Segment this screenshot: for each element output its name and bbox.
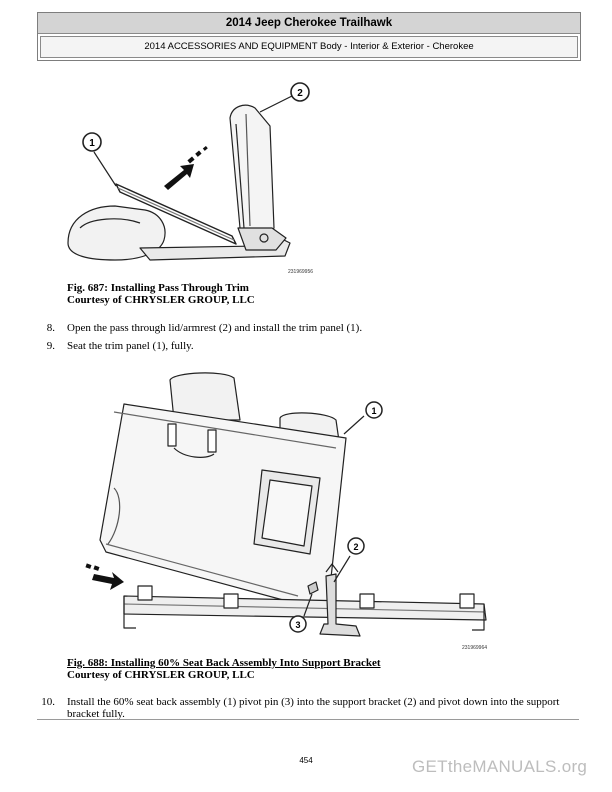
callout-3: 3 [289, 593, 313, 633]
step-text: Install the 60% seat back assembly (1) p… [67, 696, 560, 720]
document-header: 2014 Jeep Cherokee Trailhawk 2014 ACCESS… [37, 12, 581, 61]
figure-687-title: Fig. 687: Installing Pass Through Trim [67, 282, 249, 294]
callout-1: 1 [82, 132, 117, 187]
svg-text:1: 1 [89, 138, 95, 149]
figure-688-drawing: 1 2 3 [85, 372, 487, 637]
figure-688-illustration: 1 2 3 [84, 368, 504, 648]
svg-text:1: 1 [371, 406, 376, 416]
step-number: 8. [46, 322, 55, 334]
document-subtitle: 2014 ACCESSORIES AND EQUIPMENT Body - In… [40, 36, 578, 58]
figure-687-caption: Fig. 687: Installing Pass Through Trim C… [67, 282, 255, 306]
svg-text:2: 2 [353, 542, 358, 552]
footer-divider [37, 719, 579, 720]
figure-687-image-id: 231969956 [288, 269, 314, 275]
figure-687-courtesy: Courtesy of CHRYSLER GROUP, LLC [67, 294, 255, 306]
callout-1: 1 [343, 401, 383, 435]
figure-688-caption: Fig. 688: Installing 60% Seat Back Assem… [67, 657, 381, 681]
figure-688-courtesy: Courtesy of CHRYSLER GROUP, LLC [67, 669, 255, 681]
svg-text:3: 3 [295, 620, 300, 630]
figure-688-title: Fig. 688: Installing 60% Seat Back Assem… [67, 657, 381, 669]
step-number: 9. [46, 340, 55, 352]
callout-2: 2 [333, 537, 365, 583]
page-number: 454 [299, 756, 313, 765]
watermark: GETtheMANUALS.org [412, 757, 588, 776]
step-number: 10. [41, 696, 55, 708]
callout-2: 2 [259, 82, 310, 113]
document-title: 2014 Jeep Cherokee Trailhawk [38, 13, 580, 34]
figure-687-drawing: 1 2 [67, 82, 310, 261]
step-text: Open the pass through lid/armrest (2) an… [67, 322, 363, 334]
step-text: Seat the trim panel (1), fully. [67, 340, 194, 352]
figure-688-image-id: 231969964 [462, 645, 488, 651]
svg-text:2: 2 [297, 88, 303, 99]
figure-687-illustration: 1 2 [60, 78, 340, 278]
